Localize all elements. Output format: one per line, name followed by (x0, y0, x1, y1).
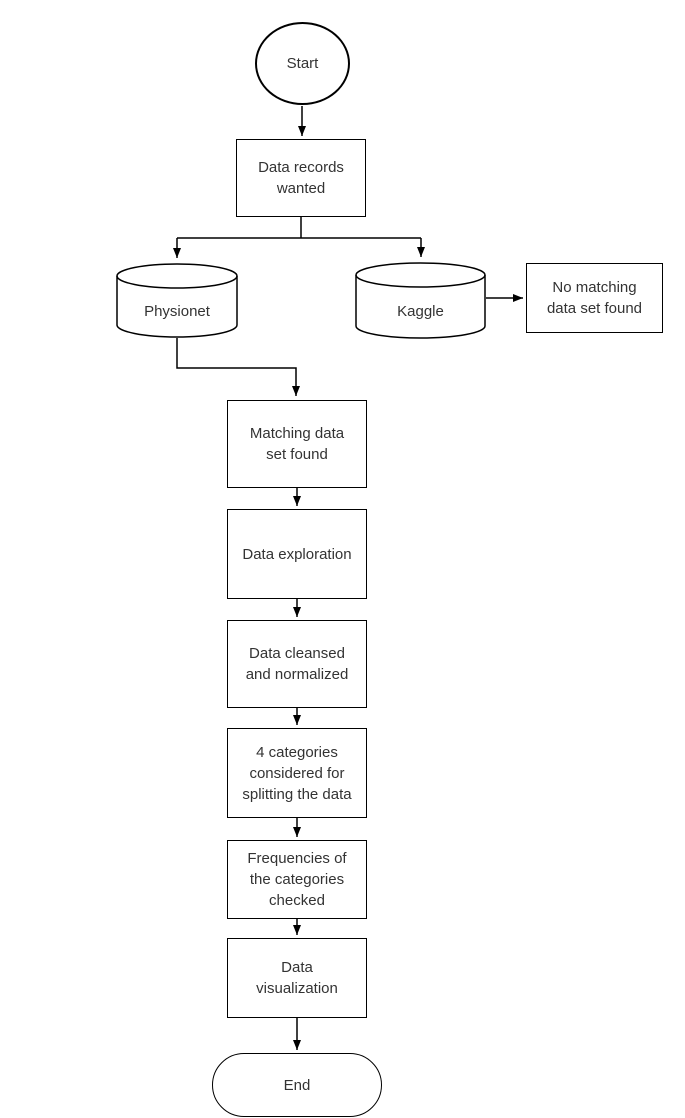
node-kaggle-label-wrap: Kaggle (355, 284, 486, 339)
node-categories-split: 4 categories considered for splitting th… (227, 728, 367, 818)
node-kaggle: Kaggle (355, 262, 486, 339)
cylinder-shape (355, 262, 486, 339)
node-data-records-wanted-label: Data records wanted (258, 159, 344, 197)
node-matching-label: Matching data set found (249, 425, 345, 463)
node-data-records-wanted: Data records wanted (236, 139, 366, 217)
node-end-label: End (283, 1076, 311, 1094)
node-frequencies-checked: Frequencies of the categories checked (227, 840, 367, 919)
node-data-cleansed-label: Data cleansed and normalized (245, 645, 349, 683)
node-start-label: Start (286, 55, 319, 72)
node-data-exploration-label: Data exploration (242, 545, 352, 563)
node-data-visualization: Data visualization (227, 938, 367, 1018)
node-categories-label: 4 categories considered for splitting th… (242, 743, 352, 803)
node-physionet-label-wrap: Physionet (116, 285, 238, 338)
node-data-visualization-label: Data visualization (256, 959, 338, 997)
node-frequencies-label: Frequencies of the categories checked (247, 850, 347, 909)
node-data-exploration: Data exploration (227, 509, 367, 599)
node-physionet: Physionet (116, 263, 238, 338)
node-matching-data-set-found: Matching data set found (227, 400, 367, 488)
node-start: Start (255, 22, 350, 105)
node-kaggle-label: Kaggle (397, 303, 444, 320)
node-physionet-label: Physionet (144, 303, 210, 320)
edge-physionet-to-matching (176, 338, 300, 396)
node-end: End (212, 1053, 382, 1117)
node-data-cleansed-normalized: Data cleansed and normalized (227, 620, 367, 708)
cylinder-shape (116, 263, 238, 338)
node-no-matching-data-set-found: No matching data set found (526, 263, 663, 333)
node-no-matching-label: No matching data set found (546, 279, 643, 317)
